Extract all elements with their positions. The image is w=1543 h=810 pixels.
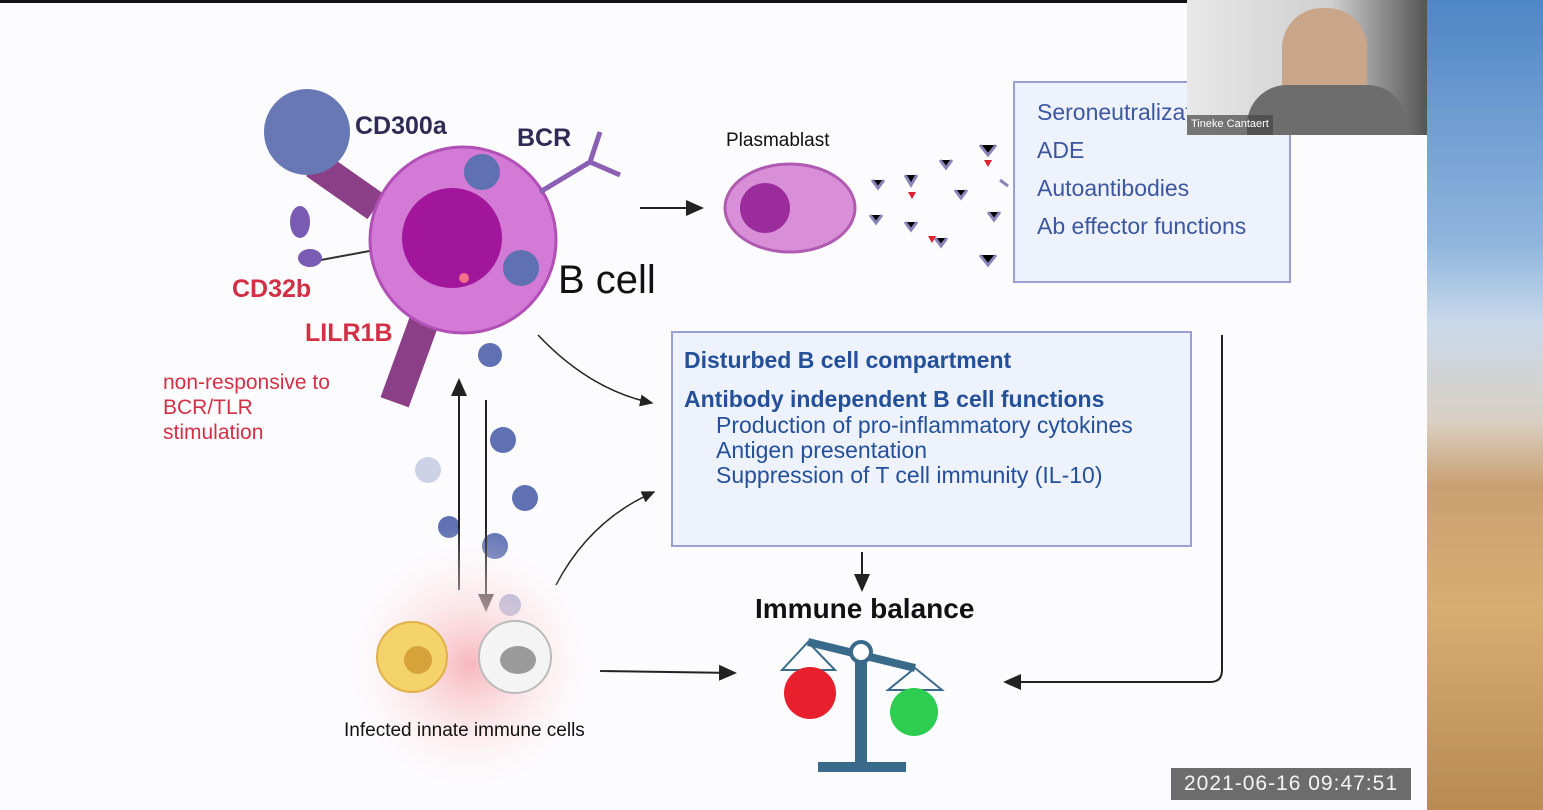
note-line: non-responsive to <box>163 371 330 394</box>
antibody-function-item: ADE <box>1037 137 1085 163</box>
bcr-antibody-icon <box>538 131 621 195</box>
immune-balance-scale-icon <box>779 638 945 772</box>
participant-name: Tineke Cantaert <box>1187 115 1273 135</box>
cd32b-label: CD32b <box>232 275 312 303</box>
box-heading: Antibody independent B cell functions <box>684 386 1105 412</box>
non-responsive-note: non-responsive to BCR/TLR stimulation <box>163 370 330 445</box>
antibodies-icon <box>868 144 1009 268</box>
participant-video-body <box>1247 85 1407 135</box>
plasmablast-label: Plasmablast <box>726 130 830 151</box>
note-line: stimulation <box>163 421 264 444</box>
function-item: Antigen presentation <box>716 437 927 463</box>
b-cell-label: B cell <box>558 258 656 302</box>
lilr1b-label: LILR1B <box>305 319 393 347</box>
function-item: Suppression of T cell immunity (IL-10) <box>716 462 1103 488</box>
box-heading: Disturbed B cell compartment <box>684 347 1012 373</box>
timestamp-overlay: 2021-06-16 09:47:51 <box>1171 768 1411 800</box>
immune-balance-label: Immune balance <box>755 593 975 624</box>
lilr1b-receptor <box>380 317 438 408</box>
infected-cells-label: Infected innate immune cells <box>344 720 585 741</box>
b-cell-functions-box: Disturbed B cell compartment Antibody in… <box>671 331 1192 547</box>
cd32b-receptor <box>290 206 310 238</box>
inflammation-glow <box>330 525 610 805</box>
antibody-function-item: Ab effector functions <box>1037 213 1247 239</box>
antibody-function-item: Autoantibodies <box>1037 175 1190 201</box>
note-line: BCR/TLR <box>163 396 253 419</box>
webcam-tile[interactable]: Tineke Cantaert <box>1187 0 1427 135</box>
window-top-edge <box>0 0 1427 3</box>
function-item: Production of pro-inflammatory cytokines <box>716 412 1133 438</box>
virus-icon <box>264 89 350 175</box>
bcr-label: BCR <box>517 124 572 152</box>
desktop-wallpaper <box>1427 0 1543 810</box>
cd300a-label: CD300a <box>355 112 447 140</box>
diagram-graphics <box>264 89 1223 805</box>
